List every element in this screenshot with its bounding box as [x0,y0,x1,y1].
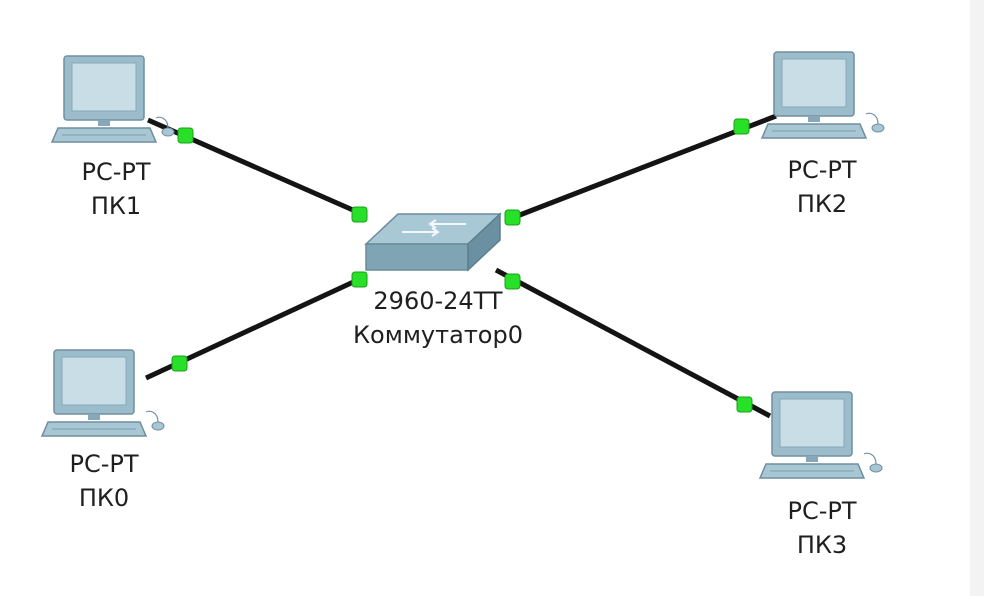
pc0-label: PC-PT ПК0 [48,447,160,515]
link-light-pc0-end [171,355,188,372]
pc0-icon[interactable] [41,349,165,437]
link-light-pc3-switch-end [504,273,521,290]
pc3-label: PC-PT ПК3 [766,494,878,562]
pc0-model: PC-PT [69,450,139,478]
link-light-pc1-end [177,127,194,144]
cable-pc3-switch[interactable] [494,267,772,419]
link-light-pc2-switch-end [504,209,521,226]
pc0-name: ПК0 [78,484,130,512]
pc3-name: ПК3 [796,531,848,559]
pc2-label: PC-PT ПК2 [766,153,878,221]
pc2-icon[interactable] [761,51,885,139]
pc3-icon[interactable] [759,391,883,479]
cable-pc2-switch[interactable] [511,113,777,221]
pc3-model: PC-PT [787,497,857,525]
pc1-model: PC-PT [81,158,151,186]
pc1-icon[interactable] [51,55,175,143]
pc1-name: ПК1 [90,192,142,220]
switch-icon[interactable] [364,212,502,272]
pc2-name: ПК2 [796,190,848,218]
switch-label: 2960-24TT Коммутатор0 [330,284,546,352]
pc1-label: PC-PT ПК1 [60,155,172,223]
switch-model: 2960-24TT [373,287,503,315]
canvas-edge [970,0,984,596]
link-light-pc1-switch-end [351,206,368,223]
link-light-pc3-end [736,396,753,413]
link-light-pc0-switch-end [351,271,368,288]
switch-name: Коммутатор0 [353,321,523,349]
pc2-model: PC-PT [787,156,857,184]
link-light-pc2-end [733,118,750,135]
